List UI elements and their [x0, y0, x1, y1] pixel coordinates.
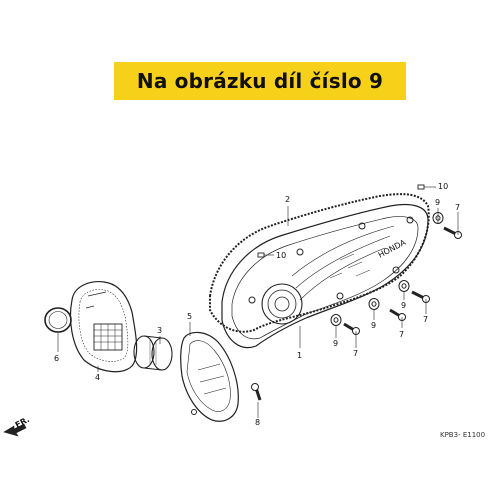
callout-7-a: 7	[455, 203, 460, 212]
callout-9-d: 9	[333, 339, 338, 348]
crankcase-cover-part	[221, 203, 429, 349]
brand-mark-text: HONDA	[377, 238, 408, 260]
bolt-7-a	[443, 226, 462, 239]
bolt-8	[251, 383, 262, 401]
callout-10-a: 10	[438, 182, 448, 191]
dowel-pin-10-b	[257, 252, 265, 258]
figure-code: KPB3- E1100	[440, 431, 485, 439]
callout-4: 4	[95, 373, 100, 382]
callout-1: 1	[297, 351, 302, 360]
callout-10-b: 10	[276, 251, 286, 260]
callout-9-b: 9	[401, 301, 406, 310]
callout-8: 8	[255, 418, 260, 427]
filter-element-part	[133, 335, 173, 371]
inner-duct-cover-part	[69, 281, 138, 373]
bolt-7-c	[389, 308, 406, 321]
callout-7-b: 7	[423, 315, 428, 324]
callout-9-a: 9	[435, 198, 440, 207]
gasket-part	[209, 193, 430, 333]
part-number-banner: Na obrázku díl číslo 9	[114, 62, 406, 100]
callout-2: 2	[285, 195, 290, 204]
grommet-9-c	[368, 298, 380, 310]
callout-6: 6	[54, 354, 59, 363]
dowel-pin-10-a	[417, 184, 425, 190]
grommet-9-d	[330, 314, 342, 326]
callout-5: 5	[187, 312, 192, 321]
callout-3: 3	[157, 326, 162, 335]
callout-7-c: 7	[399, 330, 404, 339]
outer-cover-part	[180, 331, 239, 422]
bolt-7-d	[343, 322, 360, 335]
front-direction-arrow	[3, 423, 27, 437]
callout-9-c: 9	[371, 321, 376, 330]
bolt-7-b	[411, 290, 430, 303]
grommet-9-b	[398, 280, 410, 292]
callout-7-d: 7	[353, 349, 358, 358]
